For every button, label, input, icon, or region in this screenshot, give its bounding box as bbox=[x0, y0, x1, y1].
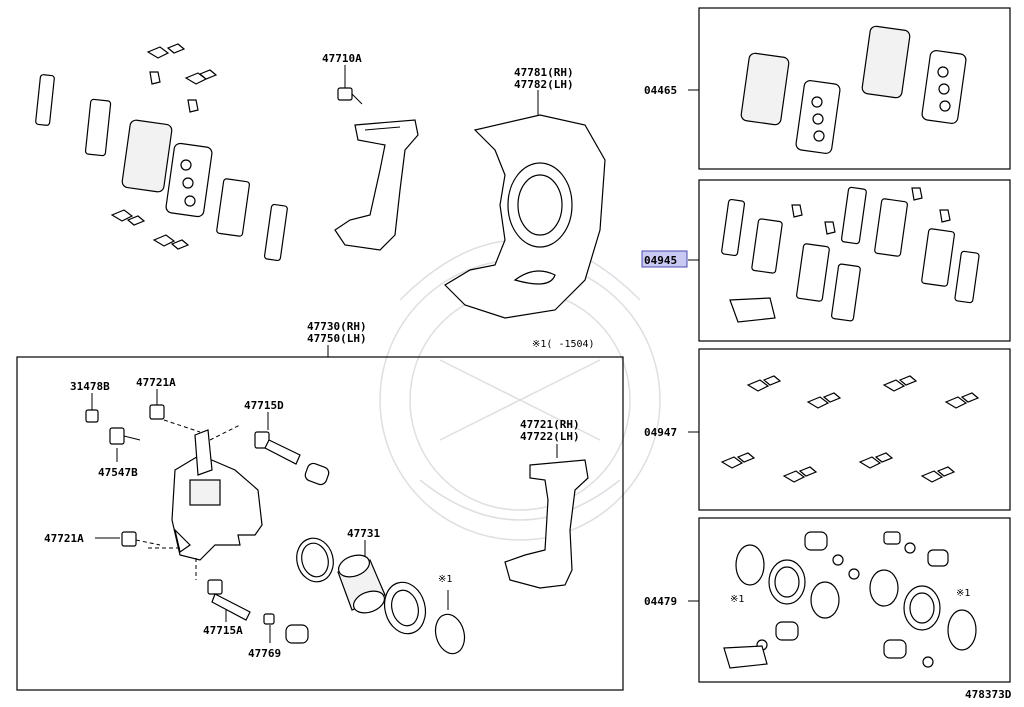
kit-box-04479 bbox=[698, 517, 1011, 683]
label-04465[interactable]: 04465 bbox=[644, 84, 677, 97]
kit-box-04465 bbox=[698, 7, 1011, 170]
pin-boot-upper bbox=[304, 462, 330, 486]
label-47715a: 47715A bbox=[203, 624, 243, 637]
label-47710a: 47710A bbox=[322, 52, 362, 65]
bolt-47710a bbox=[337, 87, 363, 105]
guide-pin-47715d bbox=[254, 431, 301, 465]
bushing-47769 bbox=[263, 613, 275, 625]
bleeder-cap-31478b bbox=[85, 409, 99, 423]
label-31478b: 31478B bbox=[70, 380, 110, 393]
bolt-47721a-lower bbox=[121, 531, 137, 547]
retaining-ring bbox=[434, 613, 466, 655]
label-04945[interactable]: 04945 bbox=[644, 254, 677, 267]
label-47769: 47769 bbox=[248, 647, 281, 660]
label-47750: 47750(LH) bbox=[307, 332, 367, 345]
mounting-bracket-lower bbox=[504, 459, 589, 589]
bolt-47721a-upper bbox=[149, 404, 201, 433]
pad-set-loose bbox=[35, 43, 288, 262]
piston-boot bbox=[383, 581, 427, 635]
mounting-bracket-upper bbox=[334, 119, 419, 251]
label-47721a-top: 47721A bbox=[136, 376, 176, 389]
label-47781: 47781(RH) bbox=[514, 66, 574, 79]
kit-04947-clips bbox=[720, 375, 980, 483]
guide-pin-47715a bbox=[207, 579, 251, 621]
label-04947[interactable]: 04947 bbox=[644, 426, 677, 439]
label-47730: 47730(RH) bbox=[307, 320, 367, 333]
piston-47731 bbox=[337, 554, 386, 614]
label-mark1-main: ※1 bbox=[438, 574, 452, 585]
diagram-reference-number: 478373D bbox=[965, 688, 1012, 701]
caliper-assembly-box bbox=[16, 356, 624, 691]
label-mark1-kit-a: ※1 bbox=[730, 594, 744, 605]
bleeder-plug-47547b bbox=[109, 427, 141, 445]
label-note: ※1( -1504) bbox=[532, 339, 595, 350]
piston-seal bbox=[296, 537, 334, 583]
label-47547b: 47547B bbox=[98, 466, 138, 479]
selected-part-highlight bbox=[641, 250, 688, 268]
kit-04479-seals bbox=[723, 531, 977, 669]
dust-shield bbox=[444, 114, 606, 319]
kit-04465-pads bbox=[740, 25, 967, 154]
label-47721a-left: 47721A bbox=[44, 532, 84, 545]
label-47722: 47722(LH) bbox=[520, 430, 580, 443]
label-47731: 47731 bbox=[347, 527, 380, 540]
kit-04945-shims bbox=[721, 186, 980, 323]
label-04479[interactable]: 04479 bbox=[644, 595, 677, 608]
label-47782: 47782(LH) bbox=[514, 78, 574, 91]
label-47715d: 47715D bbox=[244, 399, 284, 412]
kit-box-04947 bbox=[698, 348, 1011, 511]
caliper-body bbox=[171, 429, 263, 561]
label-mark1-kit-b: ※1 bbox=[956, 588, 970, 599]
label-47721: 47721(RH) bbox=[520, 418, 580, 431]
pin-boot-lower bbox=[285, 624, 309, 644]
